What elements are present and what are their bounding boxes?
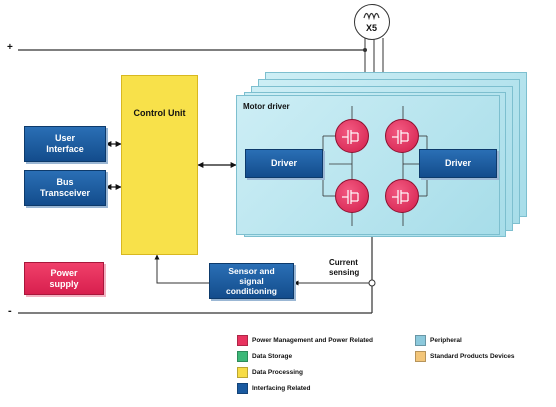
legend-swatch-5 — [415, 351, 426, 362]
driver-left-label: Driver — [270, 158, 297, 168]
motor-driver-label: Motor driver — [243, 102, 290, 111]
sensor-conditioning-block: Sensor and signal conditioning — [209, 263, 294, 299]
motor-icon: X5 — [354, 4, 390, 40]
sensor-to-control — [154, 254, 209, 284]
control-unit-block: Control Unit — [121, 75, 198, 255]
mosfet-top-left-icon — [335, 119, 369, 153]
legend-label-5: Standard Products Devices — [430, 353, 515, 360]
legend-swatch-3 — [237, 383, 248, 394]
current-sense-node — [368, 279, 376, 287]
power-supply-block: Power supply — [24, 262, 104, 295]
positive-terminal-label: + — [7, 42, 13, 53]
legend-swatch-4 — [415, 335, 426, 346]
legend-swatch-1 — [237, 351, 248, 362]
mosfet-bottom-right-icon — [385, 179, 419, 213]
legend-label-1: Data Storage — [252, 353, 293, 360]
legend-label-0: Power Management and Power Related — [252, 337, 374, 344]
negative-terminal-label: - — [8, 305, 12, 317]
user-interface-label: User Interface — [46, 133, 84, 154]
legend-swatch-0 — [237, 335, 248, 346]
motor-coil-icon — [363, 12, 380, 21]
motor-label: X5 — [365, 23, 377, 33]
driver-left-block: Driver — [245, 149, 323, 178]
driver-right-label: Driver — [444, 158, 471, 168]
user-interface-block: User Interface — [24, 126, 106, 162]
legend-label-3: Interfacing Related — [252, 385, 311, 392]
legend-label-4: Peripheral — [430, 337, 462, 344]
legend-swatch-2 — [237, 367, 248, 378]
power-supply-label: Power supply — [49, 267, 79, 289]
bus-transceiver-label: Bus Transceiver — [39, 177, 91, 198]
current-sensing-label: Current sensing — [329, 258, 360, 277]
mosfet-top-right-icon — [385, 119, 419, 153]
driver-right-block: Driver — [419, 149, 497, 178]
legend-label-2: Data Processing — [252, 369, 303, 376]
control-unit-label: Control Unit — [133, 108, 186, 118]
motor-driver-panel: Motor driver Driver Driver — [236, 95, 500, 235]
sensor-conditioning-label: Sensor and signal conditioning — [226, 266, 277, 296]
bus-transceiver-block: Bus Transceiver — [24, 170, 106, 206]
mosfet-bottom-left-icon — [335, 179, 369, 213]
